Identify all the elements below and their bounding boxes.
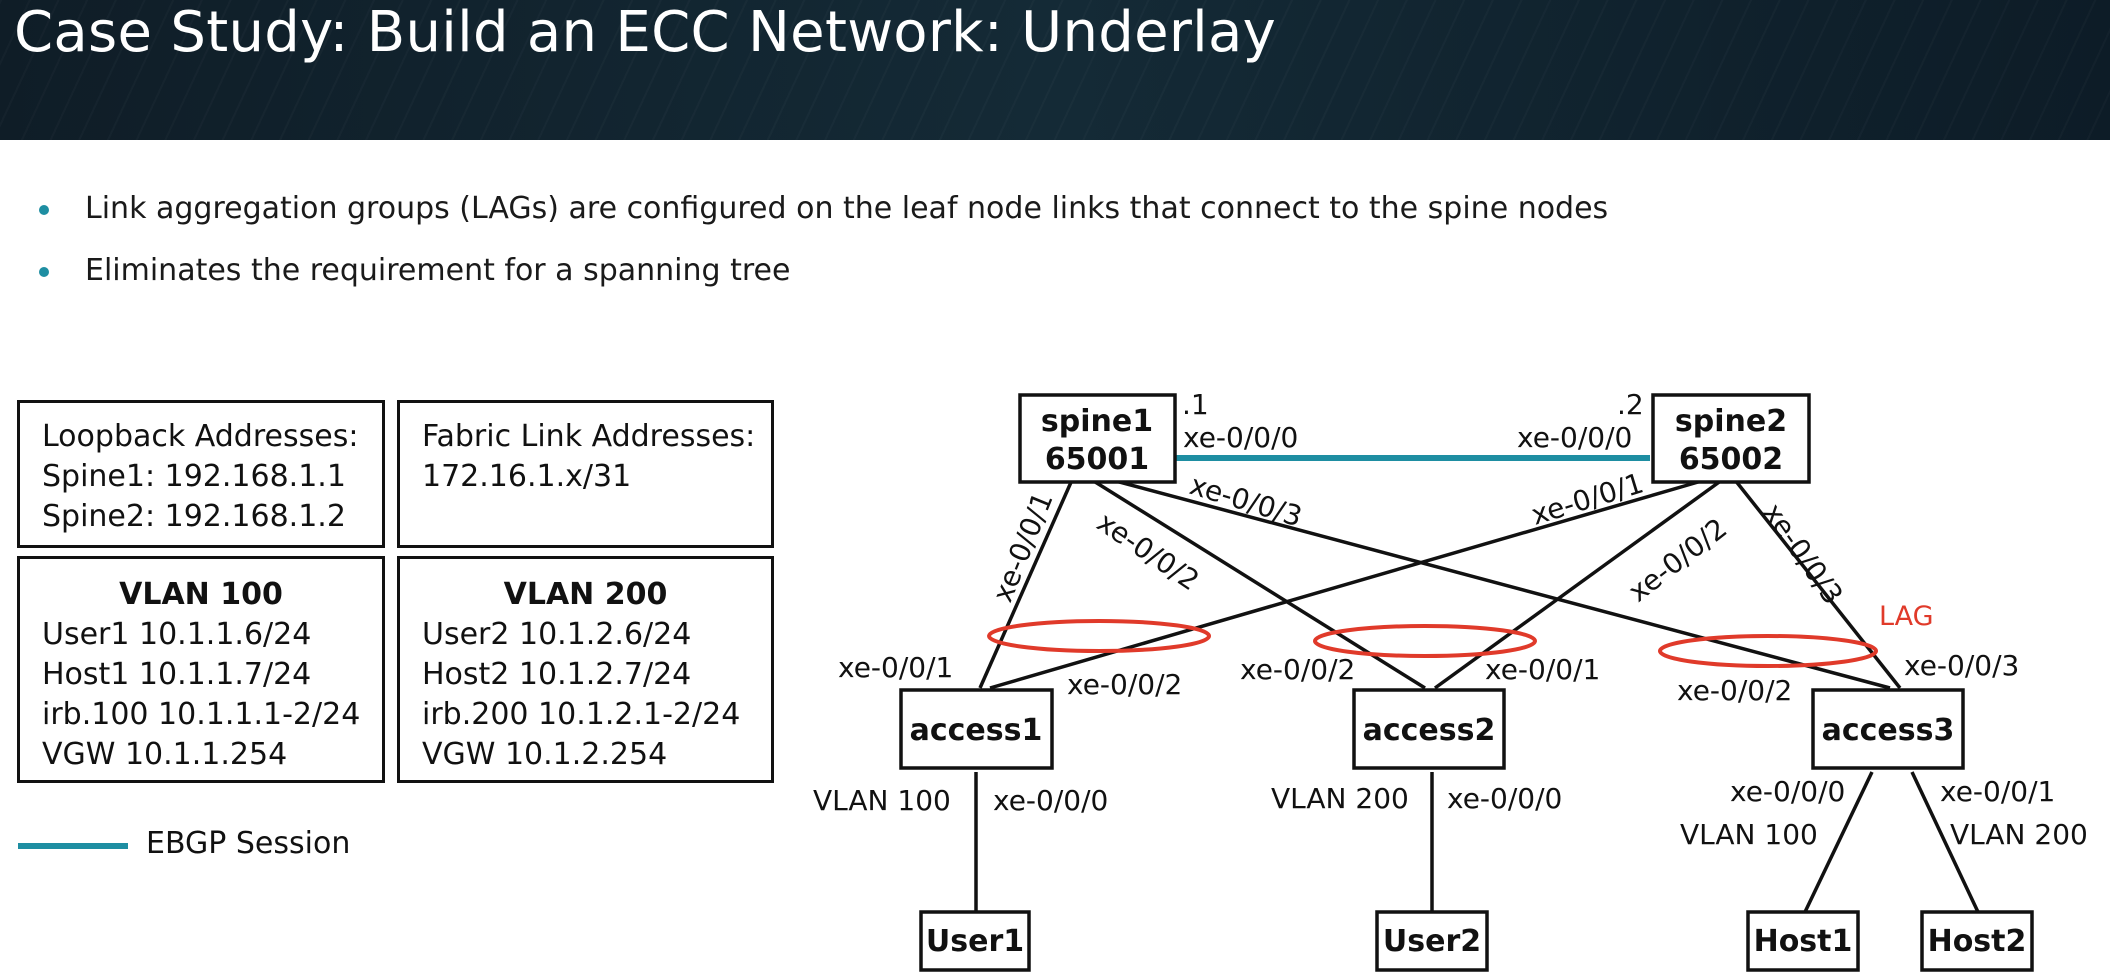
host1-name: Host1 xyxy=(1754,924,1853,959)
node-labels: spine1 65001 spine2 65002 access1 access… xyxy=(910,404,2027,959)
user2-name: User2 xyxy=(1383,924,1481,959)
label-access1-vlan: VLAN 100 xyxy=(813,784,951,817)
label-spine1-dot1: .1 xyxy=(1182,388,1209,421)
access2-name: access2 xyxy=(1363,713,1496,748)
access1-name: access1 xyxy=(910,713,1043,748)
slide-header: Case Study: Build an ECC Network: Underl… xyxy=(0,0,2110,140)
vlan200-line: User2 10.1.2.6/24 xyxy=(422,617,692,652)
spine1-node[interactable] xyxy=(1018,393,1177,484)
label-access3-xe003: xe-0/0/3 xyxy=(1904,649,2019,682)
vlan200-box: VLAN 200 User2 10.1.2.6/24 Host2 10.1.2.… xyxy=(397,556,774,783)
label-access2-xe000: xe-0/0/0 xyxy=(1447,782,1562,815)
user1-name: User1 xyxy=(926,924,1024,959)
ebgp-legend-line xyxy=(18,843,128,849)
vlan100-line: User1 10.1.1.6/24 xyxy=(42,617,312,652)
host1-node[interactable] xyxy=(1746,910,1860,972)
label-spine1-xe000: xe-0/0/0 xyxy=(1183,421,1298,454)
fabric-line: 172.16.1.x/31 xyxy=(422,459,632,494)
access3-name: access3 xyxy=(1822,713,1955,748)
label-spine2-xe003: xe-0/0/3 xyxy=(1756,497,1849,610)
spine2-asn: 65002 xyxy=(1679,442,1783,477)
lag-ellipse-access1 xyxy=(987,619,1211,653)
access3-node[interactable] xyxy=(1811,688,1965,770)
label-access2-xe002: xe-0/0/2 xyxy=(1240,653,1355,686)
label-spine1-xe003: xe-0/0/3 xyxy=(1186,468,1306,533)
label-access3-xe000: xe-0/0/0 xyxy=(1730,775,1845,808)
vlan100-line: VGW 10.1.1.254 xyxy=(42,737,288,772)
slide-title: Case Study: Build an ECC Network: Underl… xyxy=(14,0,1277,65)
label-spine1-xe002: xe-0/0/2 xyxy=(1091,505,1205,597)
user2-node[interactable] xyxy=(1375,910,1489,972)
vlan200-line: Host2 10.1.2.7/24 xyxy=(422,657,692,692)
spine1-name: spine1 xyxy=(1041,404,1153,439)
label-spine2-xe001: xe-0/0/1 xyxy=(1527,466,1647,531)
bullet-item: Link aggregation groups (LAGs) are confi… xyxy=(30,190,1608,252)
lag-ellipse-access3 xyxy=(1658,634,1878,668)
lag-ellipses xyxy=(987,619,1878,668)
label-access2-xe001: xe-0/0/1 xyxy=(1485,653,1600,686)
vlan100-line: irb.100 10.1.1.1-2/24 xyxy=(42,697,361,732)
access2-node[interactable] xyxy=(1352,688,1506,770)
access1-node[interactable] xyxy=(899,688,1054,770)
vlan100-box-title: VLAN 100 xyxy=(119,577,283,612)
link-spine1-access3 xyxy=(1111,478,1891,690)
label-access2-vlan: VLAN 200 xyxy=(1271,782,1409,815)
label-access1-xe000: xe-0/0/0 xyxy=(993,784,1108,817)
label-access3-vlan200: VLAN 200 xyxy=(1950,818,2088,851)
label-spine1-xe001: xe-0/0/1 xyxy=(986,487,1060,606)
lag-label: LAG xyxy=(1879,601,1934,632)
lag-ellipse-access2 xyxy=(1313,624,1537,658)
loopback-addresses-box: Loopback Addresses: Spine1: 192.168.1.1 … xyxy=(17,400,385,548)
label-spine2-dot2: .2 xyxy=(1617,388,1644,421)
fabric-link-addresses-box: Fabric Link Addresses: 172.16.1.x/31 xyxy=(397,400,774,548)
label-access3-vlan100: VLAN 100 xyxy=(1680,818,1818,851)
vlan100-box: VLAN 100 User1 10.1.1.6/24 Host1 10.1.1.… xyxy=(17,556,385,783)
user1-node[interactable] xyxy=(919,910,1031,972)
spine2-node[interactable] xyxy=(1651,393,1811,484)
loopback-box-title: Loopback Addresses: xyxy=(42,419,359,454)
label-spine2-xe000: xe-0/0/0 xyxy=(1517,421,1632,454)
vlan200-line: VGW 10.1.2.254 xyxy=(422,737,668,772)
bullet-item: Eliminates the requirement for a spannin… xyxy=(30,252,1608,314)
vlan200-line: irb.200 10.1.2.1-2/24 xyxy=(422,697,741,732)
link-spine2-access1 xyxy=(989,478,1706,690)
node-boxes xyxy=(899,393,2034,972)
host2-node[interactable] xyxy=(1920,910,2034,972)
link-access3-host1 xyxy=(1803,771,1874,913)
label-access1-xe002: xe-0/0/2 xyxy=(1067,668,1182,701)
label-access1-xe001: xe-0/0/1 xyxy=(838,651,953,684)
loopback-line: Spine2: 192.168.1.2 xyxy=(42,499,346,534)
vlan100-line: Host1 10.1.1.7/24 xyxy=(42,657,312,692)
label-access3-xe001: xe-0/0/1 xyxy=(1940,775,2055,808)
bullet-list: Link aggregation groups (LAGs) are confi… xyxy=(30,190,1608,314)
host2-name: Host2 xyxy=(1928,924,2027,959)
spine1-asn: 65001 xyxy=(1045,442,1149,477)
label-spine2-xe002: xe-0/0/2 xyxy=(1622,511,1733,608)
spine2-name: spine2 xyxy=(1675,404,1787,439)
ebgp-legend-label: EBGP Session xyxy=(146,826,351,861)
loopback-line: Spine1: 192.168.1.1 xyxy=(42,459,346,494)
label-access3-xe002: xe-0/0/2 xyxy=(1677,674,1792,707)
vlan200-box-title: VLAN 200 xyxy=(503,577,668,612)
link-access3-host2 xyxy=(1910,771,1980,913)
link-spine1-access1 xyxy=(978,479,1074,689)
fabric-box-title: Fabric Link Addresses: xyxy=(422,419,756,454)
